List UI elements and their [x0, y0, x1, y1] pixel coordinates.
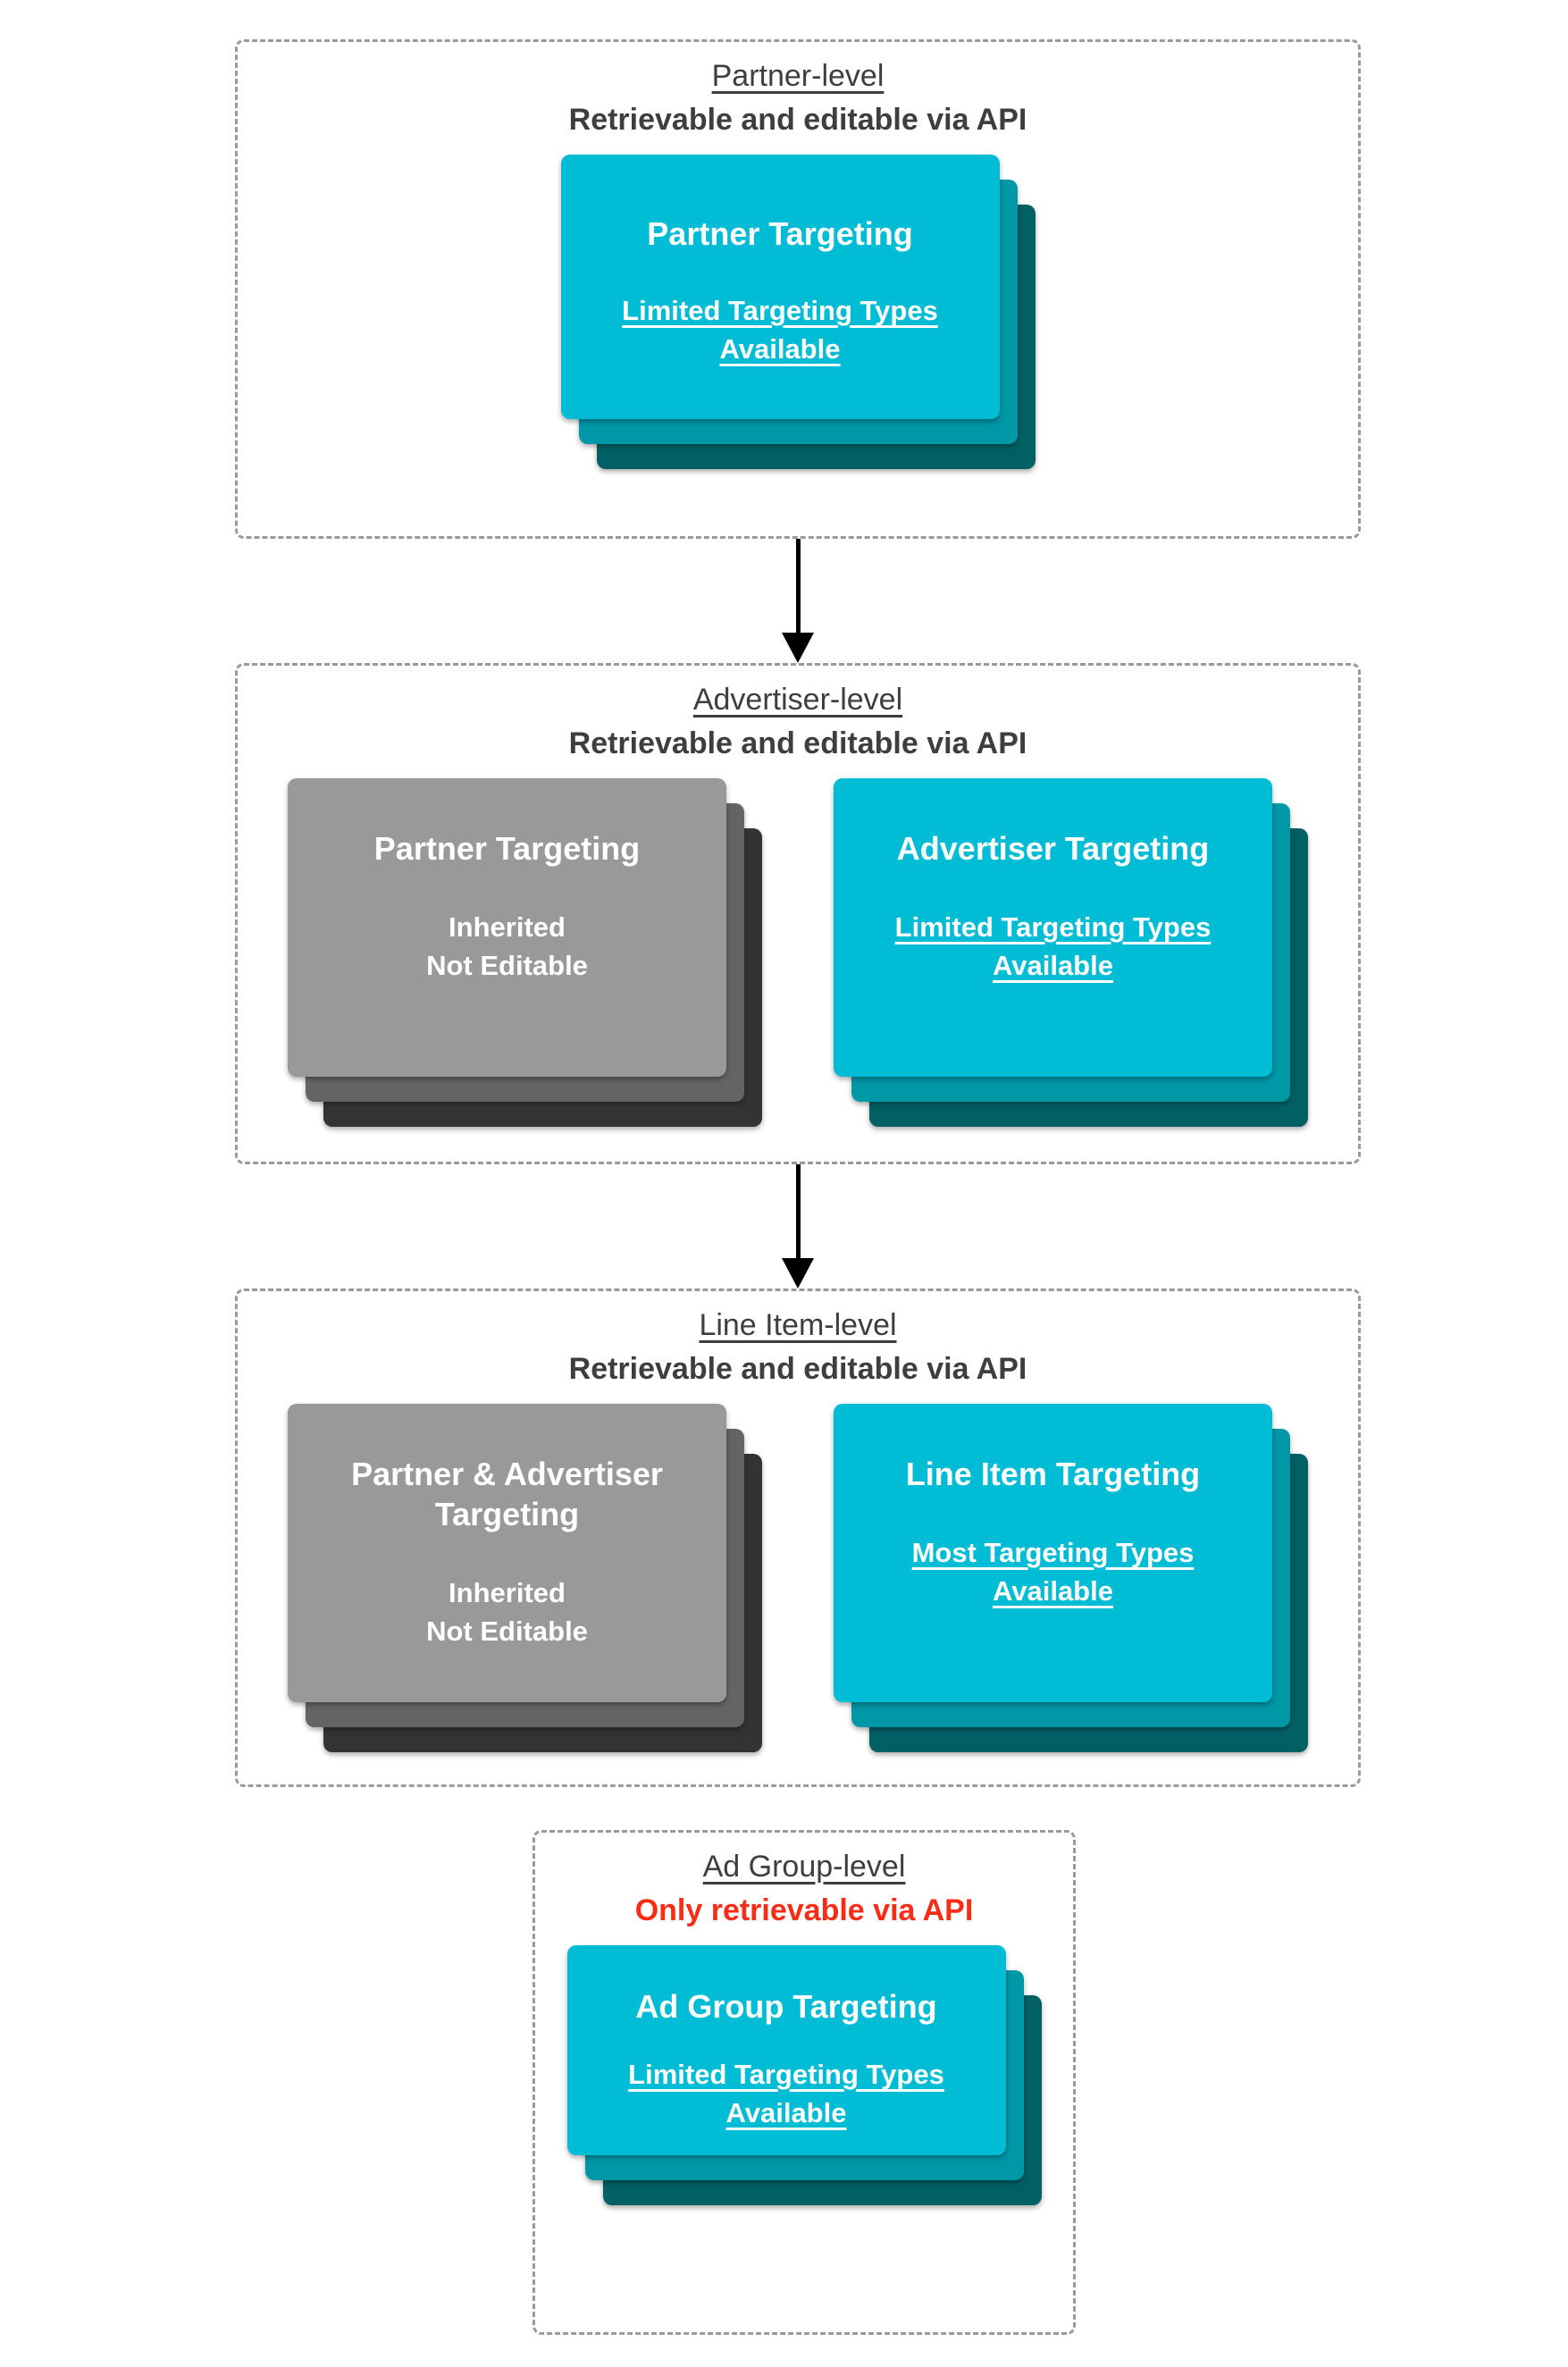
line-item-level-section: Line Item-level Retrievable and editable… — [235, 1288, 1361, 1787]
stack-front-card: Partner Targeting Limited Targeting Type… — [560, 154, 1000, 419]
card-stacks-row: Partner Targeting Inherited Not Editable… — [288, 777, 1308, 1127]
card-content: Partner & Advertiser Targeting Inherited… — [288, 1404, 726, 1702]
card-subtext: Limited Targeting Types Available — [622, 294, 938, 365]
card-heading: Partner Targeting — [373, 829, 641, 867]
arrow-shaft — [796, 539, 801, 633]
section-subtitle: Retrievable and editable via API — [568, 103, 1027, 138]
card-content: Partner Targeting Limited Targeting Type… — [561, 155, 1000, 419]
card-heading: Partner Targeting — [647, 214, 913, 252]
card-content: Ad Group Targeting Limited Targeting Typ… — [567, 1945, 1006, 2155]
inherited-partner-advertiser-targeting-card-stack: Partner & Advertiser Targeting Inherited… — [288, 1403, 762, 1752]
card-heading: Partner & Advertiser Targeting — [351, 1455, 663, 1532]
section-subtitle: Only retrievable via API — [634, 1893, 974, 1928]
inherited-partner-targeting-card-stack: Partner Targeting Inherited Not Editable — [288, 777, 762, 1127]
section-subtitle: Retrievable and editable via API — [568, 726, 1027, 761]
section-title: Ad Group-level — [702, 1850, 906, 1884]
line-item-targeting-card-stack: Line Item Targeting Most Targeting Types… — [834, 1403, 1308, 1752]
arrow-head — [782, 1258, 814, 1288]
arrow-head — [782, 633, 814, 663]
card-heading: Ad Group Targeting — [635, 1987, 937, 2025]
section-title: Line Item-level — [699, 1308, 897, 1342]
card-subtext: Limited Targeting Types Available — [628, 2058, 944, 2129]
arrow-shaft — [796, 1164, 801, 1258]
card-heading: Advertiser Targeting — [896, 829, 1210, 867]
section-title: Partner-level — [711, 59, 885, 93]
arrow-down-icon — [782, 1164, 815, 1288]
card-content: Advertiser Targeting Limited Targeting T… — [834, 778, 1272, 1077]
card-stacks-row: Partner Targeting Limited Targeting Type… — [560, 154, 1036, 469]
card-heading: Line Item Targeting — [905, 1455, 1201, 1492]
ad-group-level-section: Ad Group-level Only retrievable via API … — [532, 1830, 1076, 2335]
card-subtext: Most Targeting Types Available — [911, 1536, 1195, 1607]
advertiser-level-section: Advertiser-level Retrievable and editabl… — [235, 663, 1361, 1164]
card-subtext-line: Inherited — [449, 1576, 566, 1608]
card-subtext: Inherited Not Editable — [426, 908, 588, 986]
stack-front-card: Partner Targeting Inherited Not Editable — [288, 777, 726, 1077]
card-stacks-row: Partner & Advertiser Targeting Inherited… — [288, 1403, 1308, 1752]
stack-front-card: Ad Group Targeting Limited Targeting Typ… — [566, 1944, 1006, 2155]
stack-front-card: Partner & Advertiser Targeting Inherited… — [288, 1403, 726, 1702]
partner-level-section: Partner-level Retrievable and editable v… — [235, 39, 1361, 539]
partner-targeting-card-stack: Partner Targeting Limited Targeting Type… — [560, 154, 1036, 469]
card-subtext-line: Not Editable — [426, 950, 588, 982]
card-subtext-line: Inherited — [449, 911, 566, 943]
arrow-down-icon — [782, 539, 815, 663]
ad-group-targeting-card-stack: Ad Group Targeting Limited Targeting Typ… — [566, 1944, 1042, 2205]
stack-front-card: Advertiser Targeting Limited Targeting T… — [834, 777, 1272, 1077]
card-stacks-row: Ad Group Targeting Limited Targeting Typ… — [566, 1944, 1042, 2205]
stack-front-card: Line Item Targeting Most Targeting Types… — [834, 1403, 1272, 1702]
card-content: Line Item Targeting Most Targeting Types… — [834, 1404, 1272, 1702]
advertiser-targeting-card-stack: Advertiser Targeting Limited Targeting T… — [834, 777, 1308, 1127]
card-content: Partner Targeting Inherited Not Editable — [288, 778, 726, 1077]
card-subtext-line: Not Editable — [426, 1616, 588, 1648]
card-subtext: Limited Targeting Types Available — [894, 911, 1212, 982]
card-subtext: Inherited Not Editable — [426, 1574, 588, 1651]
section-title: Advertiser-level — [692, 683, 903, 717]
section-subtitle: Retrievable and editable via API — [568, 1352, 1027, 1387]
